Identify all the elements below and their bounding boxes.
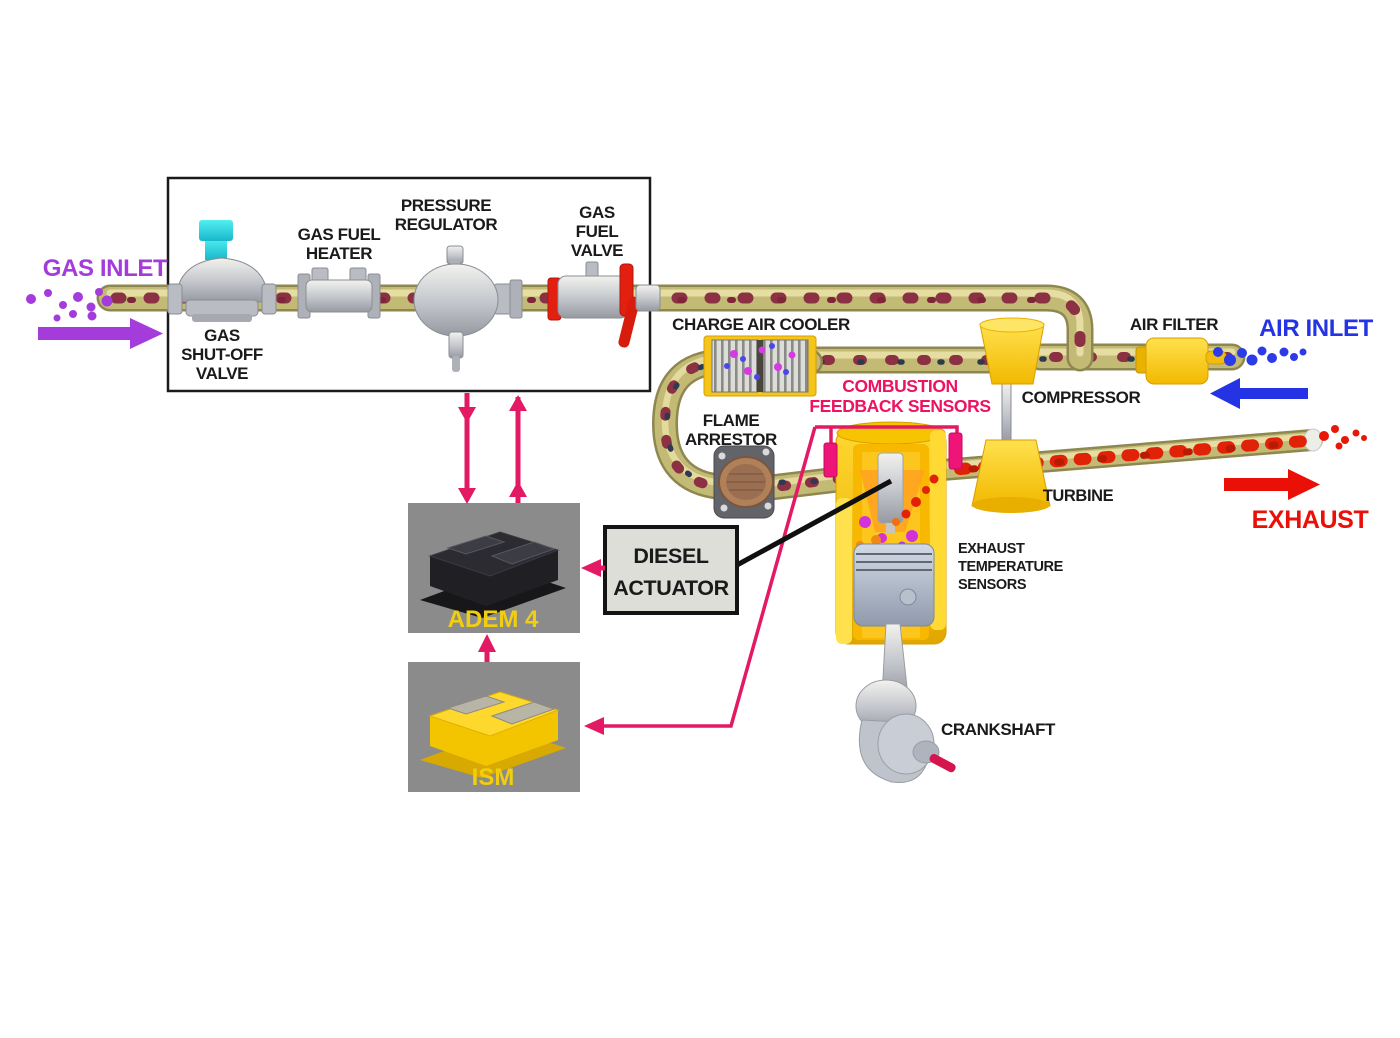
piston-illustration (853, 543, 935, 627)
gas-shut-off-valve-label-line1: GAS (204, 326, 240, 345)
gas-pipe (96, 284, 1094, 372)
combustion-sensor-left (823, 442, 838, 478)
adem4-ecm-illustration (420, 531, 566, 618)
cooler-mixture-dots (724, 343, 796, 380)
exhaust-arrow (1224, 469, 1320, 500)
combustion-feedback-sensors-label-line2: FEEDBACK SENSORS (809, 396, 990, 416)
exhaust-temperature-sensors-label-line3: SENSORS (958, 577, 1027, 593)
gas-fuel-valve-label-line2: FUEL (576, 222, 619, 241)
diagram-labels: GAS INLET GAS SHUT-OFF VALVE GAS FUEL HE… (43, 196, 1374, 739)
control-signal-arrows (458, 393, 605, 662)
flame-arrestor-label-line2: ARRESTOR (685, 430, 777, 449)
gas-fuel-heater-label-line1: GAS FUEL (298, 225, 381, 244)
exhaust-exit-dots (1319, 425, 1367, 450)
turbocharger-illustration (971, 317, 1051, 513)
charge-air-cooler-illustration (703, 335, 817, 397)
exhaust-label: EXHAUST (1252, 506, 1369, 534)
ism-ecm-illustration (420, 691, 566, 778)
diesel-actuator-pointer-line (735, 478, 893, 568)
ism-label: ISM (472, 764, 515, 791)
ism-to-adem-arrowhead (478, 634, 496, 652)
exhaust-temperature-sensors-label-line2: TEMPERATURE (958, 559, 1064, 575)
combustion-feedback-sensors-label-line1: COMBUSTION (842, 376, 958, 396)
mixture-pipe (794, 346, 1009, 374)
combustion-sensor-right (948, 432, 963, 470)
gas-inlet-label: GAS INLET (43, 255, 168, 282)
pressure-regulator-illustration (413, 245, 523, 372)
crankshaft-label: CRANKSHAFT (941, 720, 1056, 739)
cylinder-assembly-illustration (835, 421, 956, 784)
turbine-illustration (971, 439, 1051, 507)
intake-bend-pipe (652, 349, 855, 500)
diesel-actuator-label-line1: DIESEL (633, 544, 709, 568)
pressure-regulator-label-line1: PRESSURE (401, 196, 491, 215)
air-inlet-dots (1213, 346, 1307, 366)
compressor-label: COMPRESSOR (1022, 388, 1141, 407)
gas-fuel-valve-label-line1: GAS (579, 203, 615, 222)
shut-off-valve-actuator (205, 238, 227, 260)
combustion-feedback-sensor-group (584, 425, 963, 735)
charge-air-cooler-label: CHARGE AIR COOLER (672, 315, 850, 334)
turbo-shaft (1001, 381, 1012, 443)
air-filter-label: AIR FILTER (1130, 315, 1218, 334)
air-inlet-arrow (1210, 378, 1308, 409)
adem4-panel: ADEM 4 (408, 503, 580, 633)
flame-arrestor-illustration (713, 445, 775, 519)
sensor-bracket-line (815, 425, 959, 444)
crankshaft-illustration (855, 679, 956, 784)
gas-shut-off-valve-illustration (167, 220, 277, 322)
gas-fuel-heater-illustration (297, 267, 381, 319)
air-inlet-label: AIR INLET (1259, 315, 1373, 342)
crank-position-pin (929, 753, 956, 773)
actuator-to-adem-arrowhead (581, 559, 601, 577)
compressor-illustration (979, 323, 1045, 385)
ism-wire-arrowhead (584, 717, 604, 735)
flame-arrestor-label-line1: FLAME (703, 411, 760, 430)
gas-shut-off-valve-label-line3: VALVE (196, 364, 248, 383)
ism-panel: ISM (408, 662, 580, 792)
diesel-actuator-label-line2: ACTUATOR (613, 576, 729, 600)
gas-fuel-heater-label-line2: HEATER (306, 244, 372, 263)
diesel-actuator-box: DIESEL ACTUATOR (603, 525, 739, 615)
exhaust-temperature-sensors-label-line1: EXHAUST (958, 541, 1025, 557)
pressure-regulator-label-line2: REGULATOR (395, 215, 498, 234)
gas-inlet-dots (26, 288, 113, 322)
piping (96, 284, 1323, 500)
gas-inlet-arrow (38, 318, 163, 349)
sensor-to-ism-wire (604, 426, 817, 728)
gas-fuel-valve-label-line3: VALVE (571, 241, 623, 260)
adem4-label: ADEM 4 (448, 606, 539, 633)
turbine-label: TURBINE (1043, 487, 1114, 505)
gas-shut-off-valve-label-line2: SHUT-OFF (181, 345, 263, 364)
gas-fuel-valve-illustration (547, 261, 661, 348)
